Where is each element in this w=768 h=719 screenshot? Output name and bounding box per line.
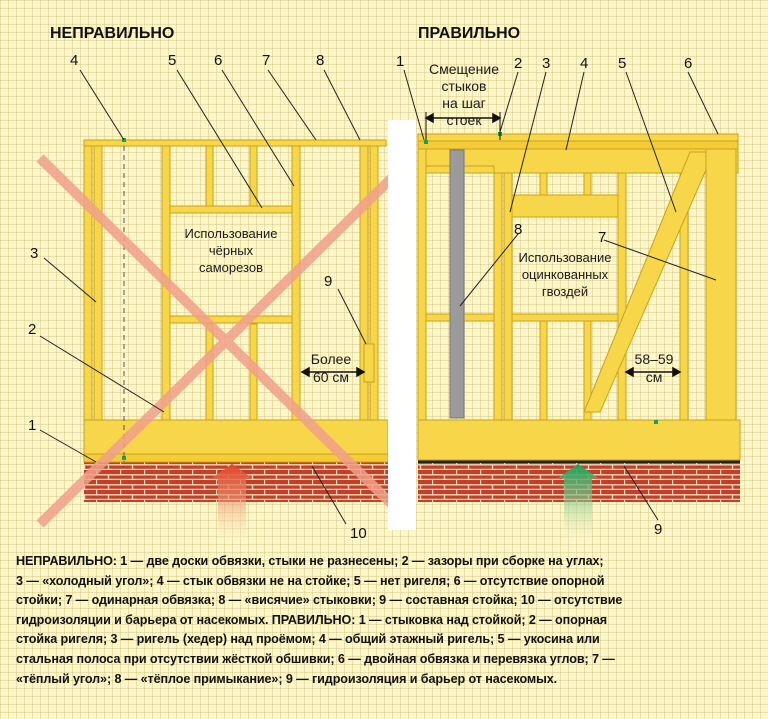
- legend-line: стойки; 7 — одинарная обвязка; 8 — «вися…: [16, 593, 623, 608]
- label-black-screws-3: саморезов: [199, 260, 263, 275]
- label-spacing-right-1: 58–59: [635, 351, 674, 367]
- callout-right-8: 8: [514, 221, 522, 238]
- top-plate-left: [83, 139, 387, 147]
- legend-line: НЕПРАВИЛЬНО: 1 — две доски обвязки, стык…: [16, 554, 604, 568]
- callout-right-6: 6: [684, 55, 692, 72]
- callout-wrong-1: 1: [28, 417, 36, 434]
- header-right: ПРАВИЛЬНО: [418, 25, 520, 42]
- spacing-arrow-right: [624, 366, 682, 378]
- label-spacing-right-2: см: [646, 369, 663, 385]
- callout-wrong-9: 9: [324, 273, 332, 290]
- callout-right-2: 2: [514, 55, 522, 72]
- cross-mark: [36, 154, 416, 528]
- label-offset-1: Смещение: [429, 61, 499, 77]
- legend-line: «тёплый угол»; 8 — «тёплое примыкание»; …: [16, 671, 558, 686]
- legend-line: гидроизоляции и барьера от насекомых. ПР…: [16, 612, 607, 627]
- label-nails-3: гвоздей: [542, 284, 588, 299]
- callout-wrong-4: 4: [70, 52, 78, 69]
- callout-wrong-8: 8: [316, 52, 324, 69]
- legend-line: стойка ригеля; 3 — ригель (хедер) над пр…: [16, 632, 600, 647]
- spacing-arrow-left: [300, 366, 366, 378]
- moisture-arrow-bad: [212, 464, 252, 540]
- header-wrong: НЕПРАВИЛЬНО: [50, 25, 174, 42]
- top-plate-right-2: [417, 140, 739, 150]
- callout-wrong-5: 5: [168, 52, 176, 69]
- wrong-frame: [83, 138, 389, 502]
- legend-text: НЕПРАВИЛЬНО: 1 — две доски обвязки, стык…: [16, 552, 756, 689]
- callout-right-5: 5: [618, 55, 626, 72]
- label-spacing-more-1: Более: [311, 351, 352, 367]
- right-leaders: [403, 69, 719, 521]
- sill-plate-right: [417, 419, 741, 461]
- legend-line: 3 — «холодный угол»; 4 — стык обвязки не…: [16, 573, 605, 588]
- warm-junction-insulation: [449, 149, 465, 419]
- left-leaders: [39, 69, 367, 525]
- divider: [388, 120, 416, 530]
- waterproofing-strip: [418, 460, 740, 463]
- callout-right-3: 3: [542, 55, 550, 72]
- label-nails-2: оцинкованных: [522, 267, 609, 282]
- correct-frame: [417, 132, 741, 502]
- callout-right-1: 1: [396, 53, 404, 70]
- label-black-screws-1: Использование: [185, 226, 278, 241]
- label-offset-2: стыков: [442, 78, 487, 94]
- label-offset-4: стоек: [447, 112, 483, 128]
- callout-right-9: 9: [654, 521, 662, 538]
- legend-line: стальная полоса при отсутствии жёсткой о…: [16, 651, 615, 666]
- callout-wrong-2: 2: [28, 321, 36, 338]
- callout-right-7: 7: [598, 229, 606, 246]
- callout-wrong-3: 3: [30, 245, 38, 262]
- label-nails-1: Использование: [519, 250, 612, 265]
- callout-wrong-7: 7: [262, 52, 270, 69]
- callout-wrong-10: 10: [350, 525, 367, 542]
- label-black-screws-2: чёрных: [209, 243, 254, 258]
- callout-right-4: 4: [580, 55, 588, 72]
- offset-arrow: [424, 112, 502, 140]
- label-spacing-more-2: 60 см: [313, 369, 349, 385]
- callout-wrong-6: 6: [214, 52, 222, 69]
- top-plate-right-1: [417, 133, 739, 142]
- label-offset-3: на шаг: [442, 95, 486, 111]
- moisture-arrow-good: [558, 464, 598, 540]
